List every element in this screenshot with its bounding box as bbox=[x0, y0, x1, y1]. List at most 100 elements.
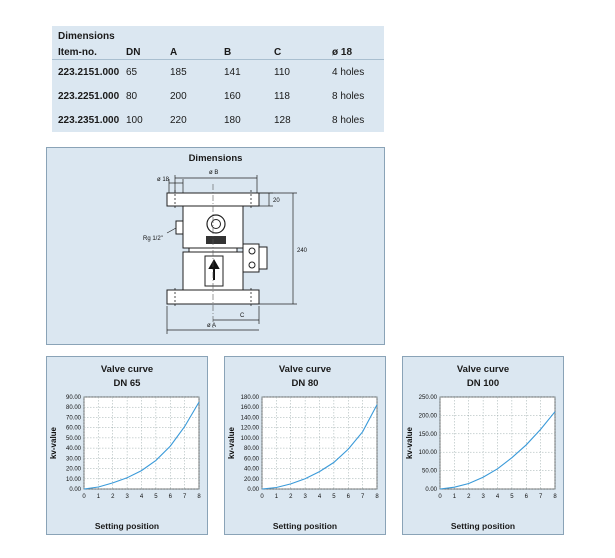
x-tick-label: 4 bbox=[318, 494, 322, 500]
cell-a: 185 bbox=[170, 66, 187, 78]
top-dim-label: ø B bbox=[209, 170, 218, 176]
y-tick-label: 80.00 bbox=[244, 446, 260, 452]
test-point-icon bbox=[248, 247, 256, 255]
y-tick-label: 0.00 bbox=[425, 487, 437, 493]
y-tick-label: 120.00 bbox=[241, 426, 260, 432]
flow-direction-arrow-icon bbox=[208, 258, 220, 280]
dimensions-table: Dimensions Item-no. DN A B C ø 18 223.21… bbox=[52, 26, 384, 132]
y-tick-label: 70.00 bbox=[66, 415, 82, 421]
table-header-row: Item-no. DN A B C ø 18 bbox=[52, 45, 384, 60]
c-dim-label: C bbox=[240, 313, 245, 319]
col-header-c: C bbox=[274, 45, 332, 60]
y-axis-label: kv-value bbox=[49, 426, 58, 459]
test-point-icon bbox=[248, 261, 256, 269]
cell-dn: 100 bbox=[126, 114, 143, 126]
col-header-holes: ø 18 bbox=[332, 45, 384, 60]
table-row: 223.2251.000 80 200 160 118 8 holes bbox=[52, 84, 384, 108]
y-tick-label: 40.00 bbox=[244, 467, 260, 473]
drawing-panel: Dimensions bbox=[46, 147, 385, 345]
knob-inner bbox=[211, 219, 221, 229]
x-tick-label: 7 bbox=[539, 494, 543, 500]
chart-xlabel: Setting position bbox=[272, 521, 338, 531]
x-tick-label: 1 bbox=[275, 494, 279, 500]
x-tick-label: 2 bbox=[467, 494, 471, 500]
x-tick-label: 8 bbox=[553, 494, 557, 500]
cell-c: 128 bbox=[274, 114, 291, 126]
right-port-cap bbox=[258, 246, 268, 270]
y-tick-label: 180.00 bbox=[241, 395, 260, 401]
y-tick-label: 200.00 bbox=[419, 413, 438, 419]
chart-subtitle: DN 100 bbox=[466, 378, 500, 389]
chart-subtitle: DN 80 bbox=[291, 378, 319, 389]
valve-curve-line bbox=[439, 411, 556, 490]
y-tick-label: 20.00 bbox=[66, 467, 82, 473]
x-tick-label: 7 bbox=[361, 494, 365, 500]
x-tick-label: 4 bbox=[140, 494, 144, 500]
chart-xlabel: Setting position bbox=[94, 521, 160, 531]
y-tick-label: 80.00 bbox=[66, 405, 82, 411]
cell-b: 160 bbox=[224, 90, 241, 102]
cell-a: 220 bbox=[170, 114, 187, 126]
y-tick-label: 160.00 bbox=[241, 405, 260, 411]
cell-item-no: 223.2151.000 bbox=[58, 66, 120, 78]
left-stub bbox=[175, 220, 184, 235]
cell-item-no: 223.2251.000 bbox=[58, 90, 120, 102]
y-tick-label: 60.00 bbox=[66, 426, 82, 432]
x-tick-label: 3 bbox=[303, 494, 307, 500]
y-tick-label: 30.00 bbox=[66, 456, 82, 462]
cell-c: 110 bbox=[274, 66, 290, 78]
y-tick-label: 50.00 bbox=[66, 436, 82, 442]
x-tick-label: 3 bbox=[481, 494, 485, 500]
y-tick-label: 50.00 bbox=[422, 469, 438, 475]
cell-holes: 8 holes bbox=[332, 114, 365, 126]
knob-base bbox=[206, 236, 226, 244]
chart-title: Valve curve bbox=[456, 364, 510, 375]
cell-c: 118 bbox=[274, 90, 290, 102]
cell-holes: 4 holes bbox=[332, 66, 365, 78]
y-tick-label: 250.00 bbox=[419, 395, 438, 401]
cell-dn: 80 bbox=[126, 90, 138, 102]
drawing-title: Dimensions bbox=[188, 153, 243, 164]
x-tick-label: 5 bbox=[154, 494, 158, 500]
x-tick-label: 7 bbox=[183, 494, 187, 500]
chart-xlabel: Setting position bbox=[450, 521, 516, 531]
x-tick-label: 6 bbox=[347, 494, 351, 500]
cell-a: 200 bbox=[170, 90, 187, 102]
valve-curve-line bbox=[83, 401, 200, 490]
chart-title: Valve curve bbox=[100, 364, 154, 375]
x-tick-label: 4 bbox=[496, 494, 500, 500]
x-tick-label: 6 bbox=[169, 494, 173, 500]
thread-label: Rg 1/2" bbox=[143, 236, 163, 242]
y-tick-label: 90.00 bbox=[66, 395, 82, 401]
table-title: Dimensions bbox=[58, 31, 115, 42]
x-tick-label: 0 bbox=[82, 494, 86, 500]
cell-holes: 8 holes bbox=[332, 90, 365, 102]
y-tick-label: 60.00 bbox=[244, 456, 260, 462]
table-row: 223.2351.000 100 220 180 128 8 holes bbox=[52, 108, 384, 132]
x-tick-label: 0 bbox=[438, 494, 442, 500]
y-axis-label: kv-value bbox=[405, 426, 414, 459]
valve-curve-line bbox=[261, 404, 378, 490]
cell-b: 180 bbox=[224, 114, 241, 126]
cell-b: 141 bbox=[224, 66, 241, 78]
x-tick-label: 0 bbox=[260, 494, 264, 500]
y-tick-label: 0.00 bbox=[247, 487, 259, 493]
cell-item-no: 223.2351.000 bbox=[58, 114, 120, 126]
y-tick-label: 20.00 bbox=[244, 477, 260, 483]
x-tick-label: 1 bbox=[97, 494, 101, 500]
x-tick-label: 5 bbox=[510, 494, 514, 500]
x-tick-label: 6 bbox=[525, 494, 529, 500]
x-tick-label: 5 bbox=[332, 494, 336, 500]
bolt-hole-label: ø 18 bbox=[157, 177, 170, 183]
chart-title: Valve curve bbox=[278, 364, 332, 375]
cell-dn: 65 bbox=[126, 66, 138, 78]
x-tick-label: 8 bbox=[375, 494, 379, 500]
col-header-dn: DN bbox=[126, 45, 170, 60]
y-axis-label: kv-value bbox=[227, 426, 236, 459]
y-tick-label: 150.00 bbox=[419, 432, 438, 438]
dimensions-grid: Item-no. DN A B C ø 18 223.2151.000 65 1… bbox=[52, 45, 384, 132]
